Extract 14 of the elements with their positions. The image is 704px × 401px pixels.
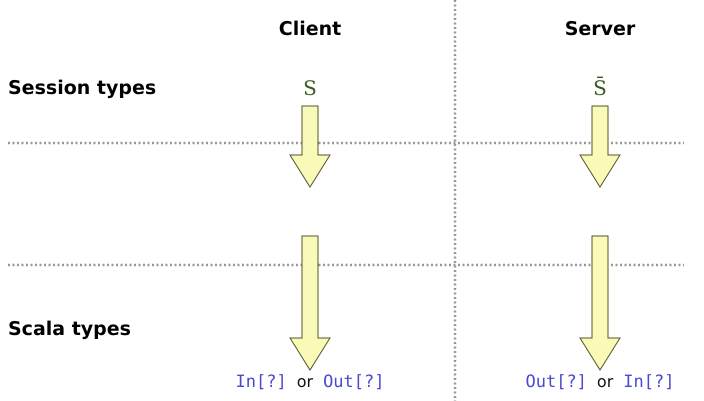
connective-text: or: [596, 372, 614, 391]
type-name: Out[?]: [323, 372, 384, 392]
block-arrow: [289, 106, 331, 371]
type-name: In[?]: [623, 372, 674, 392]
block-arrow: [579, 106, 621, 371]
column-heading: Client: [278, 18, 342, 40]
type-name: In[?]: [236, 372, 287, 392]
column-heading: Server: [564, 18, 636, 40]
row-heading: Scala types: [8, 318, 131, 340]
type-name: Out[?]: [526, 372, 587, 392]
row-heading: Session types: [8, 77, 156, 99]
session-type-symbol: S̄: [593, 76, 607, 100]
session-type-symbol: S: [303, 76, 317, 100]
connective-text: or: [296, 372, 314, 391]
